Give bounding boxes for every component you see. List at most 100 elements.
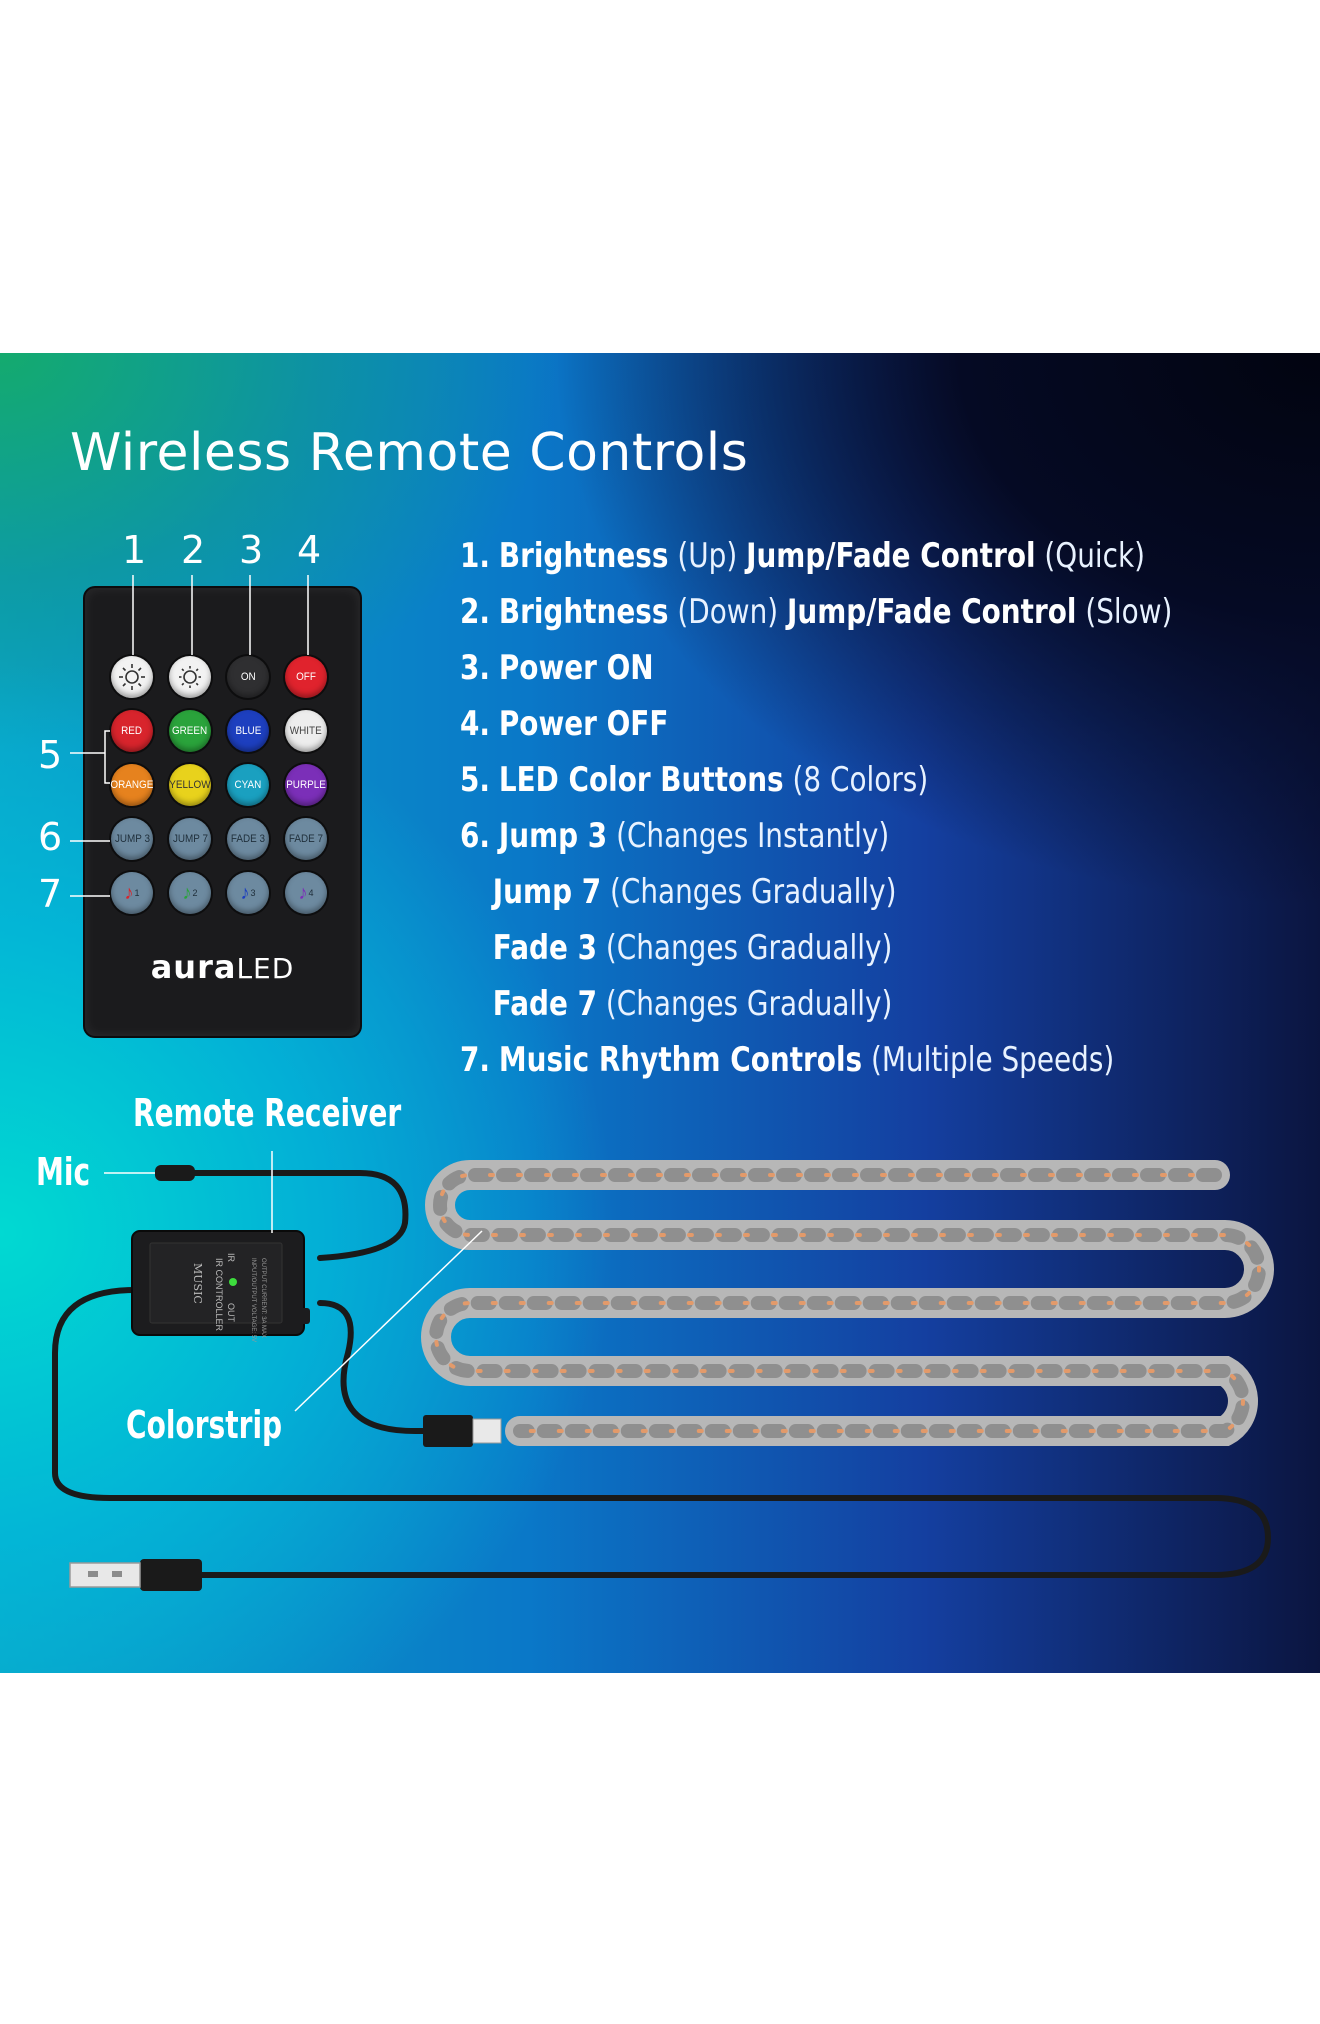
legend-bold: Music Rhythm Controls xyxy=(498,1040,863,1080)
legend-bold: Fade 3 xyxy=(492,928,598,968)
legend-row-2: 2. Brightness (Down) Jump/Fade Control (… xyxy=(460,584,1172,640)
legend-bold: Power OFF xyxy=(498,704,669,744)
receiver-label-2: MUSIC xyxy=(191,1263,204,1304)
legend-row-7: Jump 7 (Changes Gradually) xyxy=(460,864,1157,920)
music-note-icon: ♪ xyxy=(298,881,308,904)
receiver-label-5: INPUT/OUTPUT VOLTAGE: 5V xyxy=(250,1258,256,1342)
brand-light: LED xyxy=(236,952,295,985)
color-orange-label: ORANGE xyxy=(110,779,154,791)
legend-bold: Brightness xyxy=(498,592,669,632)
legend-light: (Changes Instantly) xyxy=(616,816,890,856)
legend-num: 3. xyxy=(460,648,490,688)
legend-row-9: Fade 7 (Changes Gradually) xyxy=(460,976,1157,1032)
color-white-label: WHITE xyxy=(290,725,322,737)
cables xyxy=(52,1170,1272,1578)
column-number-4: 4 xyxy=(297,528,322,572)
usb-plug xyxy=(69,1559,202,1591)
power-off-label: OFF xyxy=(296,671,316,683)
column-number-2: 2 xyxy=(181,528,206,572)
legend-light: (Quick) xyxy=(1044,536,1146,576)
legend-bold: Power ON xyxy=(498,648,654,688)
brand-logo: auraLED xyxy=(85,948,360,986)
legend-light: (Changes Gradually) xyxy=(605,984,893,1024)
legend-bold: Jump/Fade Control xyxy=(786,592,1077,632)
color-red-label: RED xyxy=(121,725,143,737)
jump-3-label: JUMP 3 xyxy=(114,833,150,845)
legend-bold: Brightness xyxy=(498,536,669,576)
brightness-up-button[interactable] xyxy=(111,656,153,698)
legend-row-3: 3. Power ON xyxy=(460,640,1157,696)
legend-row-6: 6. Jump 3 (Changes Instantly) xyxy=(460,808,1157,864)
music-speed-1-button[interactable]: ♪1 xyxy=(111,872,153,914)
power-on-label: ON xyxy=(240,671,256,683)
color-purple-label: PURPLE xyxy=(286,779,326,791)
color-white-button[interactable]: WHITE xyxy=(285,710,327,752)
power-on-button[interactable]: ON xyxy=(227,656,269,698)
music-speed-2-label: 2 xyxy=(192,888,198,898)
color-yellow-button[interactable]: YELLOW xyxy=(169,764,211,806)
controls-legend: 1. Brightness (Up) Jump/Fade Control (Qu… xyxy=(460,528,1310,1088)
column-number-3: 3 xyxy=(239,528,264,572)
column-leader-lines xyxy=(70,575,309,897)
music-speed-4-button[interactable]: ♪4 xyxy=(285,872,327,914)
color-red-button[interactable]: RED xyxy=(111,710,153,752)
color-purple-button[interactable]: PURPLE xyxy=(285,764,327,806)
brand-bold: aura xyxy=(150,948,237,986)
legend-row-5: 5. LED Color Buttons (8 Colors) xyxy=(460,752,1157,808)
color-cyan-button[interactable]: CYAN xyxy=(227,764,269,806)
fade-7-button[interactable]: FADE 7 xyxy=(285,818,327,860)
remote-control: ON OFF RED GREEN BLUE WHITE ORANGE YELLO… xyxy=(85,588,360,1036)
receiver-label-6: OUTPUT CURRENT: 3A MAX xyxy=(260,1258,266,1338)
ir-receiver xyxy=(131,1230,310,1336)
legend-num: 2. xyxy=(460,592,490,632)
fade-3-label: FADE 3 xyxy=(230,833,266,845)
music-speed-2-button[interactable]: ♪2 xyxy=(169,872,211,914)
remote-receiver-label: Remote Receiver xyxy=(133,1091,402,1135)
strip-connector xyxy=(423,1415,473,1447)
color-blue-button[interactable]: BLUE xyxy=(227,710,269,752)
color-cyan-label: CYAN xyxy=(234,779,262,791)
colorstrip xyxy=(421,1160,1274,1446)
legend-light: (8 Colors) xyxy=(792,760,929,800)
brightness-down-button[interactable] xyxy=(169,656,211,698)
legend-num: 5. xyxy=(460,760,490,800)
music-speed-3-button[interactable]: ♪3 xyxy=(227,872,269,914)
legend-num: 4. xyxy=(460,704,490,744)
power-off-button[interactable]: OFF xyxy=(285,656,327,698)
legend-light: (Down) xyxy=(677,592,779,632)
mic-label: Mic xyxy=(36,1150,91,1194)
diagram-drawing: IR CONTROLLER MUSIC OUT IR INPUT/OUTPUT … xyxy=(52,575,1274,1591)
legend-bold: LED Color Buttons xyxy=(498,760,784,800)
receiver-label-1: IR CONTROLLER xyxy=(214,1258,224,1332)
legend-row-1: 1. Brightness (Up) Jump/Fade Control (Qu… xyxy=(460,528,1157,584)
legend-bold: Jump 7 xyxy=(492,872,602,912)
color-orange-button[interactable]: ORANGE xyxy=(111,764,153,806)
legend-num: 6. xyxy=(460,816,490,856)
legend-light: (Slow) xyxy=(1085,592,1173,632)
remote-controls-panel: Wireless Remote Controls 1 2 3 4 5 6 7 xyxy=(0,353,1320,1673)
music-note-icon: ♪ xyxy=(124,881,134,904)
jump-3-button[interactable]: JUMP 3 xyxy=(111,818,153,860)
legend-bold: Jump 3 xyxy=(498,816,608,856)
jump-7-label: JUMP 7 xyxy=(172,833,208,845)
music-speed-4-label: 4 xyxy=(308,888,314,898)
brightness-down-icon xyxy=(179,666,201,688)
music-note-icon: ♪ xyxy=(182,881,192,904)
legend-light: (Changes Gradually) xyxy=(610,872,897,912)
row-number-6: 6 xyxy=(38,815,63,859)
color-yellow-label: YELLOW xyxy=(169,779,211,791)
color-green-button[interactable]: GREEN xyxy=(169,710,211,752)
column-number-1: 1 xyxy=(122,528,147,572)
colorstrip-label: Colorstrip xyxy=(126,1403,283,1447)
music-note-icon: ♪ xyxy=(240,881,250,904)
music-speed-1-label: 1 xyxy=(134,888,140,898)
fade-7-label: FADE 7 xyxy=(288,833,324,845)
receiver-label-3: OUT xyxy=(226,1303,236,1323)
legend-num: 1. xyxy=(460,536,490,576)
jump-7-button[interactable]: JUMP 7 xyxy=(169,818,211,860)
row-number-7: 7 xyxy=(38,872,63,916)
legend-light: (Multiple Speeds) xyxy=(870,1040,1115,1080)
legend-light: (Up) xyxy=(677,536,738,576)
fade-3-button[interactable]: FADE 3 xyxy=(227,818,269,860)
row-number-5: 5 xyxy=(38,733,63,777)
